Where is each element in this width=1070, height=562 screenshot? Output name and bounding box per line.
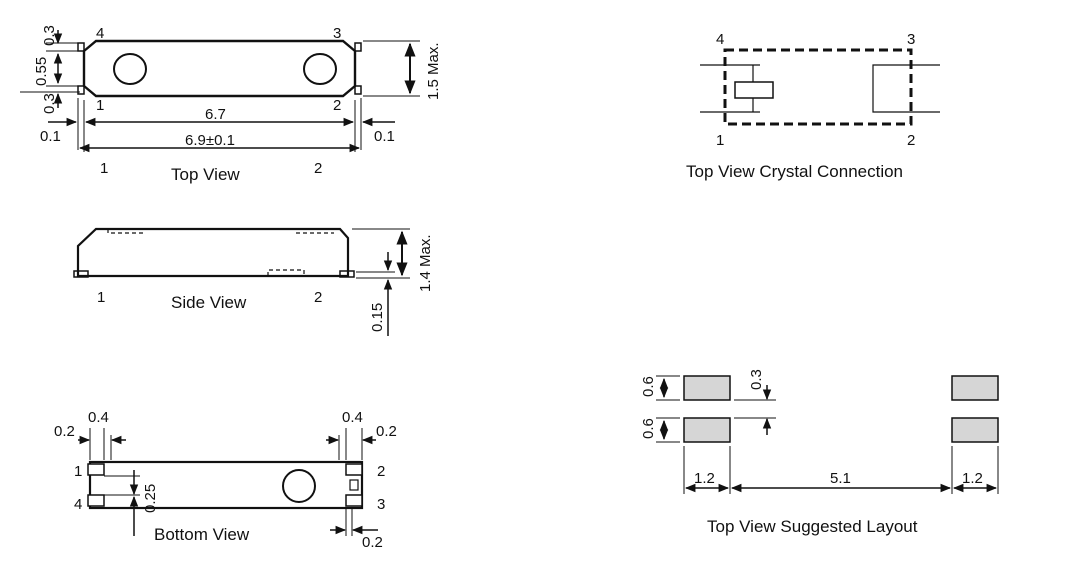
dim-0-2-bottom: 0.2 — [362, 534, 383, 551]
crystal-connection — [700, 48, 940, 126]
bottom-view-pin-1: 1 — [74, 463, 82, 480]
dim-0-25: 0.25 — [142, 484, 159, 513]
suggested-layout-labels: 0.6 0.6 0.3 1.2 5.1 1.2 Top View Suggest… — [640, 369, 983, 536]
top-view-marking-circle-right — [303, 53, 337, 85]
top-view-marking-circle-left — [113, 53, 147, 85]
bottom-view-pin-4: 4 — [74, 496, 82, 513]
dim-1-4-max: 1.4 Max. — [417, 234, 434, 292]
bottom-view-pad-4 — [87, 494, 105, 507]
bottom-view-pad-2 — [345, 463, 363, 476]
crystal-pin-3: 3 — [907, 31, 915, 48]
top-view-labels: 4 3 1 2 0.3 0.55 0.3 6.7 6.9±0.1 0.1 0.1… — [33, 25, 442, 184]
layout-pad-bottom-left — [683, 417, 731, 443]
side-view-labels: 1.4 Max. 0.15 1 2 Side View — [97, 234, 434, 332]
crystal-connection-labels: 4 3 1 2 Top View Crystal Connection — [686, 31, 915, 181]
side-view-foot-left — [73, 270, 89, 278]
side-view-caption: Side View — [171, 293, 247, 312]
dim-6-9: 6.9±0.1 — [185, 132, 235, 149]
crystal-pin-4: 4 — [716, 31, 724, 48]
top-view-caption: Top View — [171, 165, 240, 184]
dim-0-2-right: 0.2 — [376, 423, 397, 440]
dim-0-55: 0.55 — [33, 57, 50, 86]
bottom-view-package-outline — [88, 460, 364, 510]
dim-0-3-layout: 0.3 — [748, 369, 765, 390]
bottom-view-marking-circle — [282, 469, 316, 503]
dim-0-6-top: 0.6 — [640, 376, 657, 397]
suggested-layout-caption: Top View Suggested Layout — [707, 517, 918, 536]
dim-5-1: 5.1 — [830, 470, 851, 487]
top-view-terminal-1 — [77, 85, 85, 95]
crystal-resonator-symbol — [734, 81, 774, 99]
bottom-view-pin-3: 3 — [377, 496, 385, 513]
crystal-package-dashed-outline — [723, 48, 913, 126]
dim-1-2-right: 1.2 — [962, 470, 983, 487]
top-view-pin-3: 3 — [333, 25, 341, 42]
dim-0-4-right: 0.4 — [342, 409, 363, 426]
bottom-view-caption: Bottom View — [154, 525, 250, 544]
dim-0-2-left: 0.2 — [54, 423, 75, 440]
top-view-pin-2-below: 2 — [314, 160, 322, 177]
side-view-hidden-contact-left — [107, 229, 144, 234]
bottom-view-pin-2: 2 — [377, 463, 385, 480]
top-view-package-outline — [82, 39, 357, 98]
crystal-pin-1: 1 — [716, 132, 724, 149]
dim-6-7: 6.7 — [205, 106, 226, 123]
dim-0-3-bottom: 0.3 — [41, 93, 58, 114]
bottom-view-labels: 0.4 0.2 0.4 0.2 0.25 0.2 1 4 2 3 Bottom … — [54, 409, 397, 551]
side-view — [73, 227, 410, 336]
top-view-terminal-3 — [354, 42, 362, 52]
bottom-view — [78, 428, 378, 536]
top-view-terminal-4 — [77, 42, 85, 52]
dim-0-1-left: 0.1 — [40, 128, 61, 145]
layout-pad-bottom-right — [951, 417, 999, 443]
dim-0-3-top: 0.3 — [41, 25, 58, 46]
crystal-connection-caption: Top View Crystal Connection — [686, 162, 903, 181]
crystal-pin-2: 2 — [907, 132, 915, 149]
side-view-foot-right — [339, 270, 355, 278]
dim-1-2-left: 1.2 — [694, 470, 715, 487]
side-view-pin-2: 2 — [314, 289, 322, 306]
bottom-view-pad-3 — [345, 494, 363, 507]
top-view-pin-2: 2 — [333, 97, 341, 114]
suggested-layout — [656, 375, 999, 494]
dim-0-15: 0.15 — [369, 303, 386, 332]
dim-0-1-right: 0.1 — [374, 128, 395, 145]
side-view-package-outline — [76, 227, 350, 278]
bottom-view-pad-1 — [87, 463, 105, 476]
top-view-pin-1-below: 1 — [100, 160, 108, 177]
layout-pad-top-left — [683, 375, 731, 401]
layout-pad-top-right — [951, 375, 999, 401]
top-view-terminal-2 — [354, 85, 362, 95]
dim-0-6-bottom: 0.6 — [640, 418, 657, 439]
side-view-hidden-contact-bottom — [267, 269, 305, 276]
side-view-pin-1: 1 — [97, 289, 105, 306]
top-view-pin-4: 4 — [96, 25, 104, 42]
top-view — [20, 30, 420, 153]
dim-1-5-max: 1.5 Max. — [425, 42, 442, 100]
crystal-pin-3-connection — [872, 64, 940, 113]
dim-0-4-left: 0.4 — [88, 409, 109, 426]
bottom-view-notch — [349, 479, 359, 491]
top-view-pin-1: 1 — [96, 97, 104, 114]
